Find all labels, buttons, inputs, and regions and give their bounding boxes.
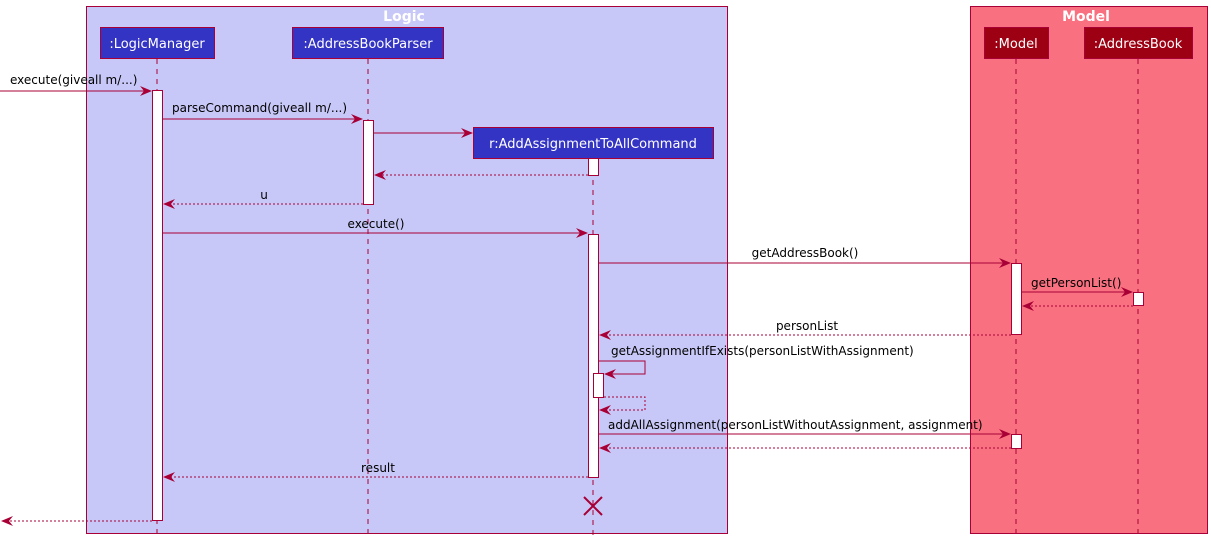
participant-model[interactable]: :Model (984, 27, 1049, 59)
message-label: getPersonList() (1031, 276, 1121, 290)
activation-model-addall (1011, 434, 1022, 449)
message-label: execute() (348, 217, 405, 231)
message-label: personList (776, 319, 838, 333)
participant-add-assignment-to-all-command[interactable]: r:AddAssignmentToAllCommand (473, 127, 714, 159)
activation-address-book-parser (363, 120, 374, 205)
message-label: u (260, 188, 268, 202)
logic-box-title: Logic (383, 9, 425, 25)
message-get-person-list: getPersonList() (1022, 276, 1133, 297)
message-return-u: u (163, 188, 363, 209)
message-get-address-book: getAddressBook() (599, 246, 1011, 268)
participant-label: :Model (994, 37, 1037, 52)
message-label: addAllAssignment(personListWithoutAssign… (608, 418, 983, 432)
activation-logic-manager (152, 90, 163, 521)
message-label: getAssignmentIfExists(personListWithAssi… (611, 344, 914, 358)
message-label: result (361, 461, 395, 475)
message-label: parseCommand(giveall m/...) (172, 101, 347, 115)
participant-label: :LogicManager (109, 37, 205, 52)
message-parse-command: parseCommand(giveall m/...) (163, 101, 363, 124)
message-add-all-assignment: addAllAssignment(personListWithoutAssign… (599, 418, 1011, 439)
activation-command-self (593, 373, 604, 398)
activation-command-create (588, 158, 599, 176)
activation-command-execute (588, 234, 599, 478)
message-execute-giveall: execute(giveall m/...) (0, 73, 152, 96)
message-return-result: result (163, 461, 588, 482)
message-self-return (599, 396, 646, 415)
message-execute: execute() (163, 217, 588, 238)
model-box: Model (970, 6, 1208, 534)
message-return-person-list: personList (599, 319, 1011, 340)
activation-model-getaddressbook (1011, 263, 1022, 335)
model-box-title: Model (1062, 9, 1110, 25)
logic-box: Logic (86, 6, 728, 534)
message-get-assignment-if-exists: getAssignmentIfExists(personListWithAssi… (599, 344, 914, 379)
destroy-x-icon (583, 496, 603, 516)
message-label: execute(giveall m/...) (10, 73, 137, 87)
participant-label: :AddressBookParser (303, 37, 433, 52)
activation-address-book (1133, 292, 1144, 306)
participant-address-book-parser[interactable]: :AddressBookParser (292, 27, 444, 59)
participant-label: r:AddAssignmentToAllCommand (489, 137, 697, 152)
participant-logic-manager[interactable]: :LogicManager (100, 27, 215, 59)
participant-label: :AddressBook (1094, 37, 1183, 52)
participant-address-book[interactable]: :AddressBook (1084, 27, 1193, 59)
message-label: getAddressBook() (752, 246, 859, 260)
